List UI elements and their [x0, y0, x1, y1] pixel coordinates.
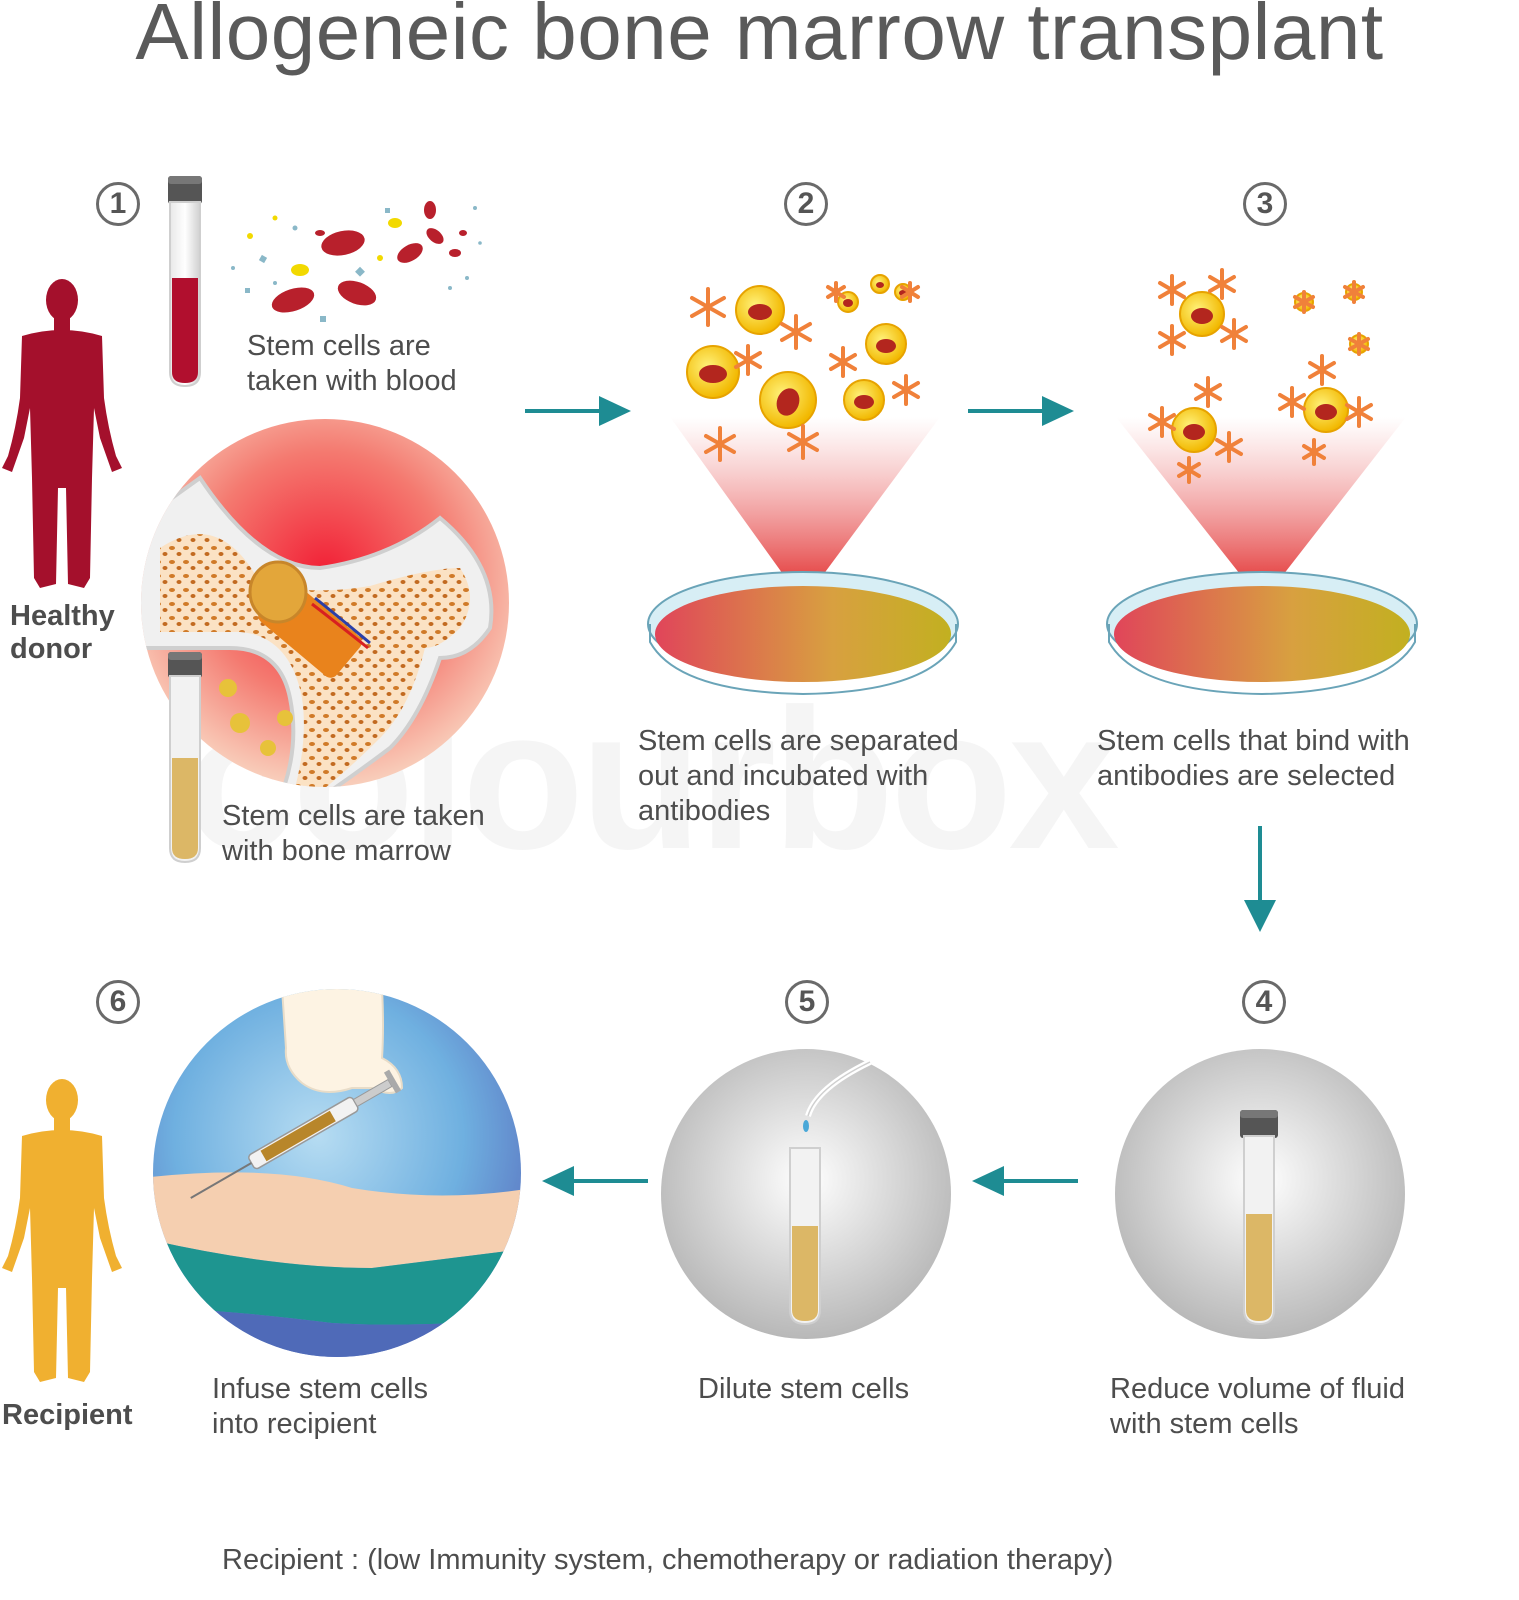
step-5-number: 5	[785, 980, 829, 1024]
bone-marrow-illustration	[141, 419, 509, 787]
donor-body-icon	[2, 279, 122, 588]
recipient-label: Recipient	[2, 1399, 133, 1431]
marrow-test-tube-icon	[168, 652, 202, 864]
donor-label: Healthy donor	[10, 600, 115, 665]
caption-reduce: Reduce volume of fluid with stem cells	[1110, 1373, 1405, 1440]
caption-marrow: Stem cells are taken with bone marrow	[222, 800, 485, 867]
caption-blood: Stem cells are taken with blood	[247, 330, 457, 397]
footer-note: Recipient : (low Immunity system, chemot…	[222, 1544, 1114, 1576]
arrow-down-icon	[1244, 826, 1276, 932]
incubation-dish-illustration	[647, 274, 959, 696]
recipient-body-icon	[2, 1079, 122, 1382]
reduce-volume-illustration	[1115, 1049, 1405, 1339]
arrow-right-icon	[968, 396, 1074, 426]
infusion-illustration	[153, 989, 521, 1357]
caption-separated: Stem cells are separated out and incubat…	[638, 725, 959, 827]
arrow-left-icon	[542, 1166, 648, 1196]
step-1-number: 1	[96, 182, 140, 226]
page-title: Allogeneic bone marrow transplant	[135, 0, 1384, 76]
step-6-number: 6	[96, 980, 140, 1024]
step-4-number: 4	[1242, 980, 1286, 1024]
step-3-number: 3	[1243, 182, 1287, 226]
caption-dilute: Dilute stem cells	[698, 1373, 910, 1405]
dilute-illustration	[661, 1049, 951, 1339]
step-2-number: 2	[784, 182, 828, 226]
arrow-left-icon	[972, 1166, 1078, 1196]
selection-dish-illustration	[1106, 268, 1418, 696]
blood-test-tube-icon	[168, 176, 202, 388]
arrow-right-icon	[525, 396, 631, 426]
caption-selected: Stem cells that bind with antibodies are…	[1097, 725, 1410, 792]
caption-infuse: Infuse stem cells into recipient	[212, 1373, 428, 1440]
blood-cells-icon	[231, 201, 482, 322]
